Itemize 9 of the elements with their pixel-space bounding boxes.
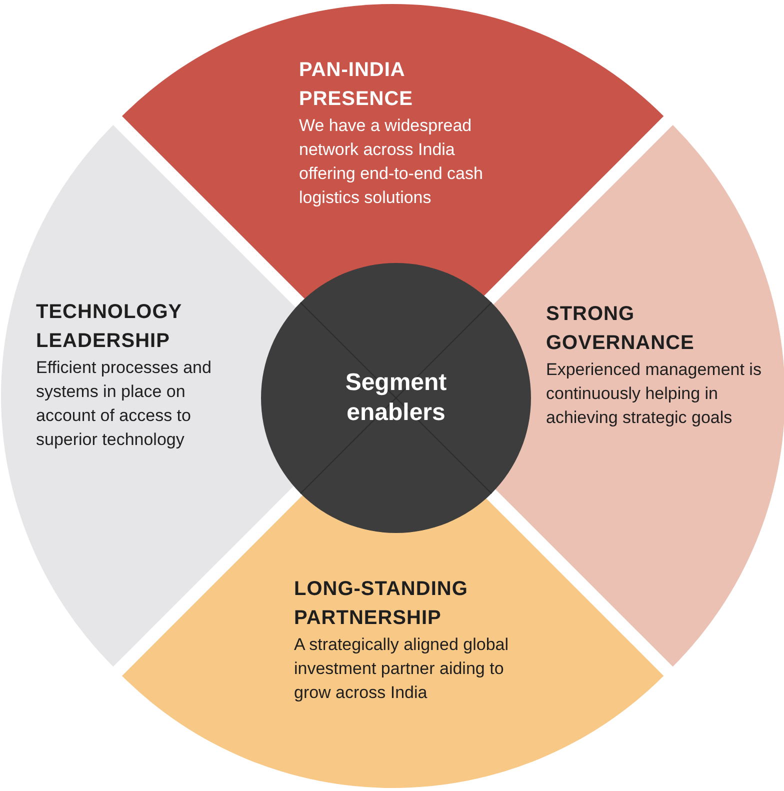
sector-heading: PAN-INDIA PRESENCE <box>298 58 414 112</box>
sector-heading: LONG-STANDING PARTNERSHIP <box>294 577 469 631</box>
sector-description: A strategically aligned global investment partner aiding to grow across India <box>294 634 510 704</box>
center-label: Segment enablers <box>344 368 448 428</box>
sector-description: Experienced management is continuously helping in achieving strategic goals <box>546 358 762 429</box>
sector-heading: TECHNOLOGY LEADERSHIP <box>36 300 183 354</box>
sector-description: Efficient processes and systems in place on account of access to superior technology <box>36 356 212 451</box>
sector-description: We have a widespread network across India offering end-to-end cash logistics solutions <box>298 115 484 209</box>
sector-heading: STRONG GOVERNANCE <box>546 302 696 356</box>
